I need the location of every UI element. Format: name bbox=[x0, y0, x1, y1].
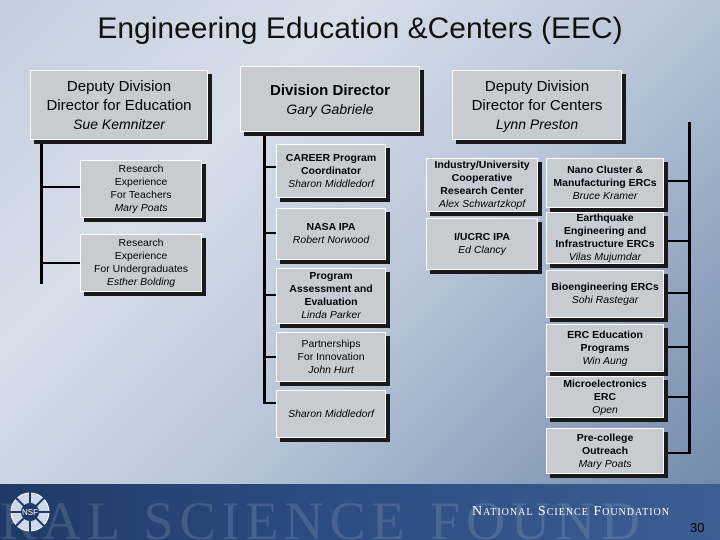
box-person: Ed Clancy bbox=[458, 244, 506, 256]
box-person: Bruce Kramer bbox=[572, 189, 638, 202]
box-person: Sharon Middledorf bbox=[288, 177, 374, 190]
page-title: Engineering Education &Centers (EEC) bbox=[97, 12, 623, 45]
box-person: Linda Parker bbox=[301, 309, 361, 321]
box-person: Mary Poats bbox=[578, 457, 632, 470]
bioengineering-erc-box: Bioengineering ERCs Sohi Rastegar bbox=[546, 270, 664, 318]
connector-line bbox=[263, 166, 277, 168]
connector-line bbox=[263, 402, 277, 404]
earthquake-erc-box: Earthquake Engineering and Infrastructur… bbox=[546, 212, 664, 264]
box-label: Research Center bbox=[440, 185, 524, 197]
box-label: Research bbox=[118, 237, 164, 249]
box-label: Partnerships bbox=[301, 337, 361, 350]
box-label: I/UCRC IPA bbox=[454, 231, 510, 243]
box-label: Engineering and bbox=[563, 225, 647, 237]
box-label: For Innovation bbox=[297, 350, 365, 363]
box-label: Outreach bbox=[581, 444, 629, 457]
box-label: Earthquake bbox=[576, 212, 634, 224]
box-label: Cooperative bbox=[451, 172, 513, 184]
box-label: Programs bbox=[580, 341, 630, 354]
deputy-director-education-box: Deputy Division Director for Education S… bbox=[30, 70, 208, 140]
box-person: Sohi Rastegar bbox=[571, 294, 639, 306]
box-person: Open bbox=[592, 403, 618, 416]
box-label: Coordinator bbox=[300, 164, 362, 177]
footer-banner: RAL SCIENCE FOUND NSF National Science F… bbox=[0, 484, 720, 540]
box-label: Microelectronics bbox=[563, 377, 647, 390]
connector-line bbox=[666, 240, 688, 242]
box-person: Mary Poats bbox=[114, 202, 168, 214]
box-label: Industry/University bbox=[434, 159, 530, 171]
connector-line bbox=[666, 452, 688, 454]
box-label: For Undergraduates bbox=[94, 263, 188, 275]
iucrc-center-box: Industry/University Cooperative Research… bbox=[426, 158, 538, 212]
page-number: 30 bbox=[690, 520, 705, 535]
box-person: Alex Schwartzkopf bbox=[438, 198, 526, 210]
sharon-middledorf-box: Sharon Middledorf bbox=[276, 390, 386, 438]
precollege-outreach-box: Pre-college Outreach Mary Poats bbox=[546, 428, 664, 474]
box-label: For Teachers bbox=[110, 189, 172, 201]
box-label: Director for Centers bbox=[471, 97, 603, 114]
box-person: Vilas Mujumdar bbox=[568, 251, 642, 263]
connector-line bbox=[666, 292, 688, 294]
box-label: Assessment and bbox=[289, 283, 373, 295]
connector-line bbox=[666, 346, 688, 348]
box-label: NASA IPA bbox=[306, 221, 356, 233]
erc-education-box: ERC Education Programs Win Aung bbox=[546, 324, 664, 372]
connector-line bbox=[263, 232, 277, 234]
connector-line bbox=[40, 138, 43, 284]
box-label: Division Director bbox=[269, 81, 391, 99]
partnerships-box: Partnerships For Innovation John Hurt bbox=[276, 332, 386, 382]
iucrc-ipa-box: I/UCRC IPA Ed Clancy bbox=[426, 218, 538, 270]
reu-box: Research Experience For Undergraduates E… bbox=[80, 234, 202, 292]
box-person: Esther Bolding bbox=[106, 276, 176, 288]
box-label: Deputy Division bbox=[66, 78, 172, 95]
connector-line bbox=[688, 122, 691, 454]
nsf-logo-icon: NSF bbox=[10, 492, 50, 532]
box-label: Nano Cluster & bbox=[567, 163, 643, 176]
box-label: Experience bbox=[114, 250, 168, 262]
deputy-director-centers-box: Deputy Division Director for Centers Lyn… bbox=[452, 70, 622, 140]
ret-box: Research Experience For Teachers Mary Po… bbox=[80, 160, 202, 218]
box-person: Robert Norwood bbox=[292, 234, 370, 246]
box-person: Sharon Middledorf bbox=[288, 407, 374, 420]
box-label: Pre-college bbox=[576, 431, 634, 444]
connector-line bbox=[263, 294, 277, 296]
box-label: Experience bbox=[114, 176, 168, 188]
box-label: Infrastructure ERCs bbox=[555, 238, 655, 250]
footer-org-name: National Science Foundation bbox=[472, 504, 670, 519]
box-label: ERC bbox=[593, 390, 617, 403]
box-person: Gary Gabriele bbox=[286, 100, 374, 117]
connector-line bbox=[263, 356, 277, 358]
box-label: Program bbox=[309, 270, 353, 282]
box-label: ERC Education bbox=[567, 328, 643, 341]
box-label: CAREER Program bbox=[285, 151, 377, 164]
box-label: Bioengineering ERCs bbox=[551, 281, 659, 293]
career-box: CAREER Program Coordinator Sharon Middle… bbox=[276, 144, 386, 198]
nano-cluster-box: Nano Cluster & Manufacturing ERCs Bruce … bbox=[546, 158, 664, 208]
box-label: Research bbox=[118, 163, 164, 175]
box-label: Deputy Division bbox=[484, 78, 590, 95]
box-person: John Hurt bbox=[308, 363, 354, 376]
program-assessment-box: Program Assessment and Evaluation Linda … bbox=[276, 268, 386, 324]
box-label: Manufacturing ERCs bbox=[553, 176, 657, 189]
box-person: Lynn Preston bbox=[495, 116, 579, 132]
division-director-box: Division Director Gary Gabriele bbox=[240, 66, 420, 132]
svg-text:NSF: NSF bbox=[22, 508, 38, 517]
nasa-ipa-box: NASA IPA Robert Norwood bbox=[276, 208, 386, 260]
connector-line bbox=[666, 180, 688, 182]
box-person: Win Aung bbox=[582, 354, 628, 367]
connector-line bbox=[263, 134, 266, 404]
box-person: Sue Kemnitzer bbox=[73, 116, 165, 132]
connector-line bbox=[666, 396, 688, 398]
box-label: Director for Education bbox=[46, 97, 192, 114]
footer-watermark: RAL SCIENCE FOUND bbox=[0, 491, 647, 540]
box-label: Evaluation bbox=[304, 296, 358, 308]
connector-line bbox=[40, 262, 84, 264]
microelectronics-erc-box: Microelectronics ERC Open bbox=[546, 376, 664, 418]
connector-line bbox=[40, 186, 84, 188]
